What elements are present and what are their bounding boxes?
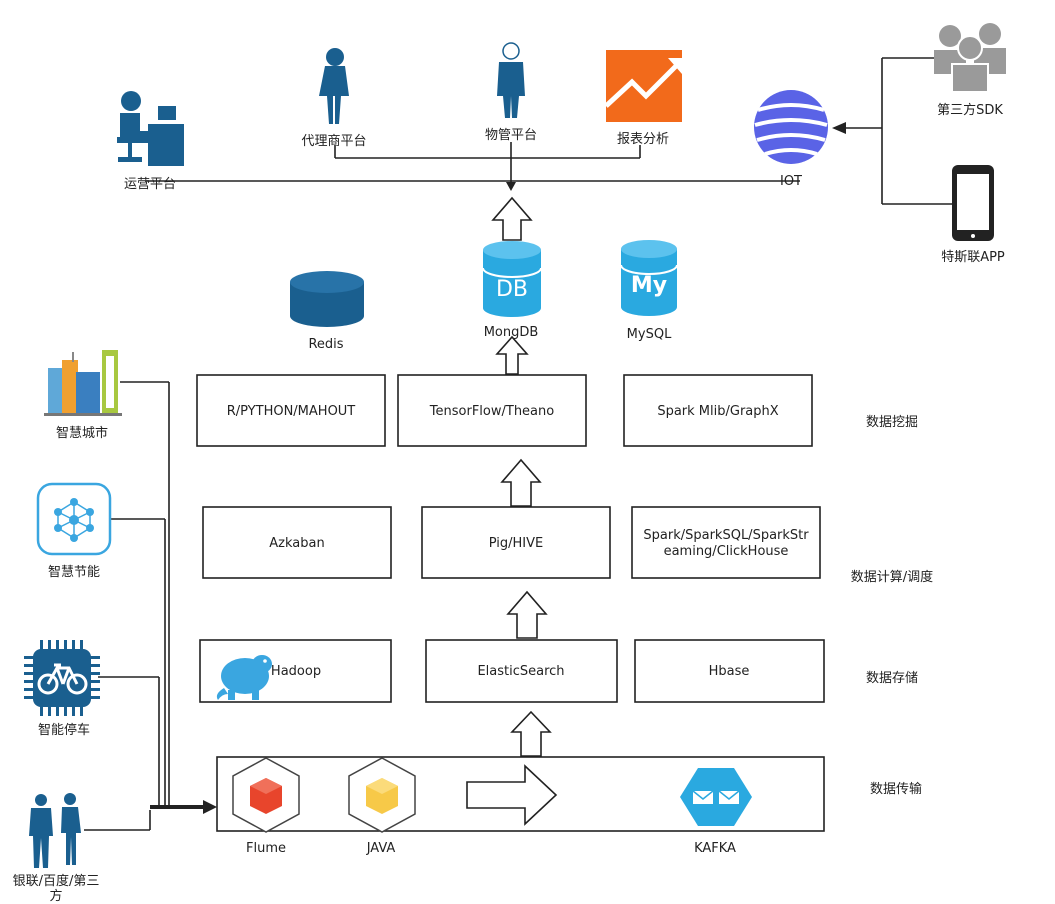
compute-box-pig (421, 506, 611, 579)
bicycle-chip-icon (24, 640, 100, 716)
mining-box-tensorflow-label: TensorFlow/Theano (429, 404, 554, 419)
smart-city: 智慧城市 (44, 350, 122, 441)
smart-energy: 智慧节能 (36, 482, 112, 580)
globe-icon (754, 90, 828, 164)
smart-parking: 智能停车 (24, 640, 100, 738)
up-arrow-to-storage (510, 710, 552, 757)
up-arrow-to-mining (500, 458, 542, 507)
storage-layer: Hadoop ElasticSearch Hbase 数据存储 (199, 639, 918, 703)
storage-box-hbase (634, 639, 825, 703)
mysql-cylinder-icon: My (620, 240, 678, 316)
up-arrow-to-apps (491, 196, 533, 241)
mining-box-tensorflow (397, 374, 587, 447)
up-arrow-to-mongo (495, 335, 529, 375)
compute-box-azkaban (202, 506, 392, 579)
property-platform-label: 物管平台 (485, 128, 537, 143)
compute-layer: Azkaban Pig/HIVE Spark/SparkSQL/SparkStr… (202, 506, 933, 585)
kafka-envelope-icon (680, 768, 752, 826)
agent-platform-label: 代理商平台 (301, 134, 366, 149)
trend-chart-icon (604, 50, 684, 122)
operator-at-desk-icon (117, 91, 184, 166)
transport-layer-label: 数据传输 (870, 781, 922, 797)
mongo-db: DB MongDB (482, 241, 542, 340)
businessman-icon (497, 42, 525, 118)
tsl-app-label: 特斯联APP (941, 250, 1005, 265)
right-arrow (466, 764, 558, 826)
compute-box-spark-label-1: Spark/SparkSQL/SparkStr (643, 528, 809, 543)
ops-platform-label: 运营平台 (124, 177, 176, 192)
ops-platform: 运营平台 (117, 91, 184, 192)
storage-box-hbase-label: Hbase (709, 664, 750, 679)
storage-box-hadoop-label: Hadoop (271, 664, 321, 679)
compute-box-pig-label: Pig/HIVE (489, 536, 544, 551)
flume-label: Flume (246, 841, 286, 856)
mining-layer-label: 数据挖掘 (866, 415, 918, 430)
flume-cube-icon (232, 757, 300, 833)
mysql-icon-text: My (631, 273, 667, 298)
report-analysis-label: 报表分析 (617, 132, 669, 147)
kafka-label: KAFKA (694, 841, 736, 856)
third-sdk-label: 第三方SDK (937, 102, 1003, 118)
top-connectors (145, 57, 952, 205)
property-platform: 物管平台 (485, 42, 537, 143)
redis-label: Redis (308, 337, 343, 352)
storage-box-es-label: ElasticSearch (477, 664, 564, 679)
mining-box-r (196, 374, 386, 447)
iot-label: IOT (780, 174, 802, 189)
redis-db: Redis (290, 271, 364, 352)
bank-partners-label-line2: 方 (49, 888, 62, 904)
smart-parking-label: 智能停车 (38, 722, 90, 738)
tsl-app: 特斯联APP (941, 165, 1005, 265)
bank-partners-label: 银联/百度/第三 (13, 873, 100, 889)
compute-layer-label: 数据计算/调度 (851, 569, 933, 585)
mining-box-spark (623, 374, 813, 447)
network-node-icon (36, 482, 112, 556)
agent-platform: 代理商平台 (301, 48, 367, 149)
mining-box-r-label: R/PYTHON/MAHOUT (227, 404, 356, 419)
java-cube-icon (348, 757, 416, 833)
java-label: JAVA (366, 841, 396, 856)
storage-layer-label: 数据存储 (866, 671, 918, 686)
third-party-sdk: 第三方SDK (934, 23, 1006, 118)
db-icon-text: DB (496, 277, 528, 302)
mongo-label: MongDB (484, 325, 539, 340)
smartphone-icon (952, 165, 994, 241)
mining-layer: R/PYTHON/MAHOUT TensorFlow/Theano Spark … (196, 374, 918, 447)
compute-box-azkaban-label: Azkaban (269, 536, 324, 551)
mysql-label: MySQL (627, 327, 672, 342)
up-arrow-to-compute (506, 590, 548, 639)
city-buildings-icon (44, 350, 122, 416)
iot-node: IOT (754, 90, 828, 189)
smart-city-label: 智慧城市 (56, 425, 108, 441)
business-people-icon (29, 793, 81, 868)
transport-layer: Flume JAVA KAFKA 数据传输 (216, 756, 922, 856)
compute-box-spark-label-2: eaming/ClickHouse (664, 544, 789, 559)
flow-arrows (491, 196, 552, 757)
db-cylinder-icon: DB (482, 241, 542, 317)
mysql-db: My MySQL (620, 240, 678, 342)
report-analysis: 报表分析 (604, 50, 684, 147)
businesswoman-icon (319, 48, 349, 124)
hadoop-elephant-icon (216, 655, 272, 700)
storage-box-es (425, 639, 618, 703)
user-group-icon (934, 23, 1006, 93)
bank-partners: 银联/百度/第三 方 (13, 793, 100, 904)
smart-energy-label: 智慧节能 (48, 564, 100, 580)
source-connectors (84, 381, 217, 831)
mining-box-spark-label: Spark Mlib/GraphX (657, 404, 778, 419)
database-cylinder-icon (290, 271, 364, 327)
compute-box-spark (631, 506, 821, 579)
